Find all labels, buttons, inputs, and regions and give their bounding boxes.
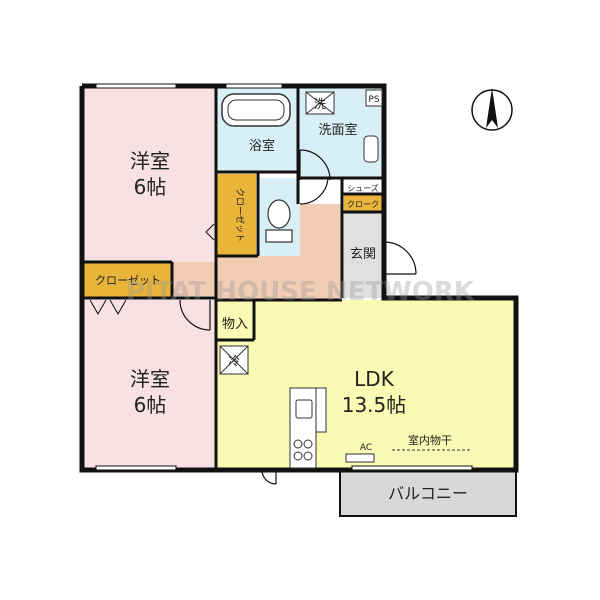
closet-vertical-fill bbox=[216, 174, 256, 256]
shoe-closet-line1: シューズ bbox=[347, 183, 379, 193]
western-room-1-size: 6帖 bbox=[134, 175, 167, 199]
ldk-name: LDK bbox=[354, 367, 395, 391]
fridge-mark-label: 冷 bbox=[228, 354, 240, 368]
indoor-drying-label: 室内物干 bbox=[408, 433, 452, 447]
western-room-1 bbox=[84, 88, 216, 262]
sink-icon bbox=[363, 135, 379, 163]
ps-label: PS bbox=[368, 95, 379, 105]
western-room-1-name: 洋室 bbox=[130, 149, 170, 173]
outer-walls bbox=[79, 83, 519, 473]
ac-unit-icon bbox=[345, 453, 375, 463]
shoe-closet-line2: クローク bbox=[347, 200, 379, 209]
closet-horizontal-fill bbox=[84, 262, 172, 298]
ac-label: AC bbox=[360, 443, 372, 453]
shoe-closet-fill bbox=[344, 194, 382, 212]
kitchen-counter bbox=[289, 387, 327, 469]
ldk-size: 13.5帖 bbox=[342, 393, 407, 417]
balcony-area bbox=[340, 470, 516, 516]
bath-label: 浴室 bbox=[249, 138, 275, 154]
closet-vertical-label: クローゼット bbox=[234, 188, 246, 242]
watermark-text: PITAT HOUSE NETWORK bbox=[126, 277, 475, 307]
toilet-icon bbox=[265, 199, 293, 243]
ps-box bbox=[365, 89, 383, 107]
western-room-2 bbox=[84, 300, 216, 468]
entrance-label: 玄関 bbox=[350, 247, 376, 262]
interior-walls bbox=[84, 88, 384, 470]
western-room-2-name: 洋室 bbox=[130, 367, 170, 391]
bathtub-icon bbox=[221, 93, 291, 127]
north-arrow-icon bbox=[471, 88, 513, 131]
windows bbox=[95, 83, 473, 471]
closet-horizontal-label: クローゼット bbox=[95, 274, 161, 287]
door-swings bbox=[179, 149, 417, 485]
wash-mark-label: 洗 bbox=[314, 97, 326, 111]
western-room-2-size: 6帖 bbox=[134, 393, 167, 417]
storage-label: 物入 bbox=[222, 317, 248, 332]
washroom-label: 洗面室 bbox=[318, 122, 357, 138]
balcony-label: バルコニー bbox=[388, 484, 468, 503]
closet-fold-marks bbox=[89, 223, 215, 316]
entrance-area bbox=[344, 212, 384, 298]
